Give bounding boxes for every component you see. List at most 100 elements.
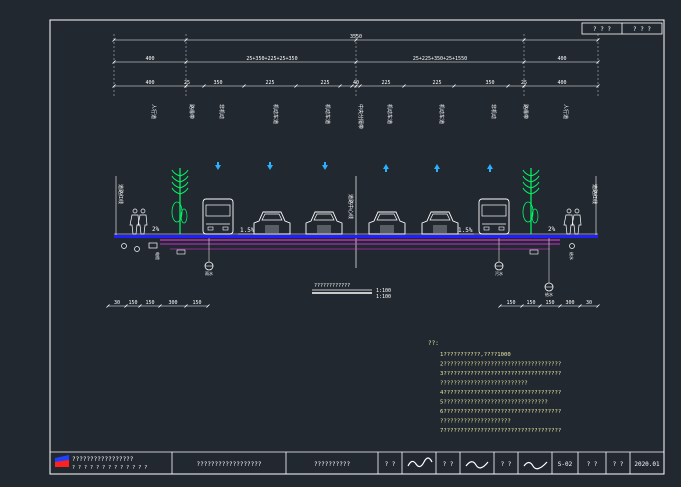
lane-label-8: 非机动 [490,104,497,119]
overall-width-dim: 3550 [350,34,362,40]
company-subtitle: ? ? ? ? ? ? ? ? ? ? ? ? ? [72,465,147,471]
notes-title: ??: [428,340,439,347]
sheet-label-left: ? ? ? [593,26,611,33]
slope-mid-right: 1.5% [458,227,473,234]
dimension-ticks [112,34,600,96]
note-line-9: 7??????????????????????????????????? [440,428,561,434]
pedestrian-right-2 [571,208,582,235]
bottom-dim-left-1: 150 [128,300,137,306]
pedestrians [129,208,582,235]
svg-text:给水: 给水 [569,252,575,260]
project-name: ?????????????????? [196,461,261,468]
slope-right: 2% [548,226,556,233]
lane-label-3: 机动车道 [272,104,279,124]
pedestrian-right-1 [563,208,574,235]
lane-label-0: 人行道 [150,104,157,119]
note-line-8: ????????????????????? [440,419,511,425]
row2-dim-7: 225 [432,80,441,86]
svg-text:电缆: 电缆 [155,252,161,260]
car-4 [421,211,459,235]
pedestrian-left-1 [129,208,140,235]
utility-pipes: 雨水 污水 给水 电缆 给水 [121,238,575,297]
signature-3 [523,461,548,470]
row1-dim-mid-left: 25+350+225+25+350 [246,56,297,62]
sheet-label-right: ? ? ? [633,26,651,33]
lane-labels: 人行道路缘带非机动机动车道机动车道中央分隔带机动车道机动车道非机动路缘带人行道 [150,104,569,129]
note-line-4: ?????????????????????????? [440,381,528,387]
bottom-dim-right-4: 30 [586,300,592,306]
note-line-3: 3??????????????????????????????????? [440,371,561,377]
row1-dim-right: 400 [557,56,566,62]
street-trees [171,168,540,234]
vehicles [202,198,510,235]
slope-left: 2% [152,226,160,233]
row2-dim-8: 350 [485,80,494,86]
pipe-sewer-right: 污水 [494,238,504,276]
title-block: ????????????????? ? ? ? ? ? ? ? ? ? ? ? … [50,451,664,474]
car-2 [305,211,343,235]
note-line-6: 5??????????????????????????????? [440,400,548,406]
bottom-dim-left-3: 300 [168,300,177,306]
row2-dim-1: 25 [184,80,190,86]
right-edge-label: 道路红线 [591,184,598,204]
utility-right-2 [569,243,575,249]
drawing-frame [49,19,665,475]
lane-label-6: 机动车道 [386,104,393,124]
cell-checked: ? ? [443,461,454,468]
center-line-label: 道路中心线 [347,194,354,219]
utility-left-2 [121,243,127,249]
date-label: ? ? [613,461,624,468]
bottom-dim-right-3: 300 [565,300,574,306]
lane-label-4: 机动车道 [324,104,331,124]
row1-dim-mid-right: 25+225+350+25+1550 [413,56,467,62]
road-base-layer [114,235,598,238]
row2-dim-10: 400 [557,80,566,86]
traffic-arrows [215,162,493,172]
cable-box-left [148,242,158,249]
direction-arrow-4 [434,164,440,169]
note-line-7: 6??????????????????????????????????? [440,409,561,415]
car-3 [368,211,406,235]
row1-dim-left: 400 [145,56,154,62]
utility-left-3 [176,249,186,255]
tree-left [171,168,189,234]
row2-dim-3: 225 [265,80,274,86]
signature-2 [465,461,489,469]
scale-title: ???????????? [314,283,350,289]
drawing-name: ?????????? [314,461,351,468]
bottom-dim-right-1: 150 [526,300,535,306]
lane-label-2: 非机动 [218,104,225,119]
bus-left [202,198,234,235]
utility-left-1 [134,246,140,252]
row2-dim-0: 400 [145,80,154,86]
scale-vertical: 1:100 [376,294,391,300]
bottom-dim-right-0: 150 [506,300,515,306]
row2-dim-4: 225 [320,80,329,86]
bottom-dim-left-4: 150 [192,300,201,306]
date-value: 2020.01 [634,461,660,468]
svg-text:污水: 污水 [495,270,503,276]
lane-label-10: 人行道 [562,104,569,119]
utility-right-1 [529,249,539,255]
direction-arrow-0 [215,165,221,170]
direction-arrow-2 [322,165,328,170]
note-line-2: 2??????????????????????????????????? [440,362,561,368]
svg-text:雨水: 雨水 [205,270,213,276]
company-name: ????????????????? [72,456,134,463]
pedestrian-left-2 [137,208,148,235]
bus-right [478,198,510,235]
bottom-dim-left-0: 30 [114,300,120,306]
car-1 [253,211,291,235]
cell-sheet: ? ? [587,461,598,468]
lane-label-7: 机动车道 [438,104,445,124]
cell-designed: ? ? [385,461,396,468]
bottom-dim-left-2: 150 [145,300,154,306]
cell-reviewed: ? ? [501,461,512,468]
direction-arrow-3 [383,164,389,169]
tree-right [522,168,540,234]
pipe-water-right: 给水 [544,238,554,297]
row2-dim-6: 225 [381,80,390,86]
pipe-storm-left: 雨水 [204,238,214,276]
